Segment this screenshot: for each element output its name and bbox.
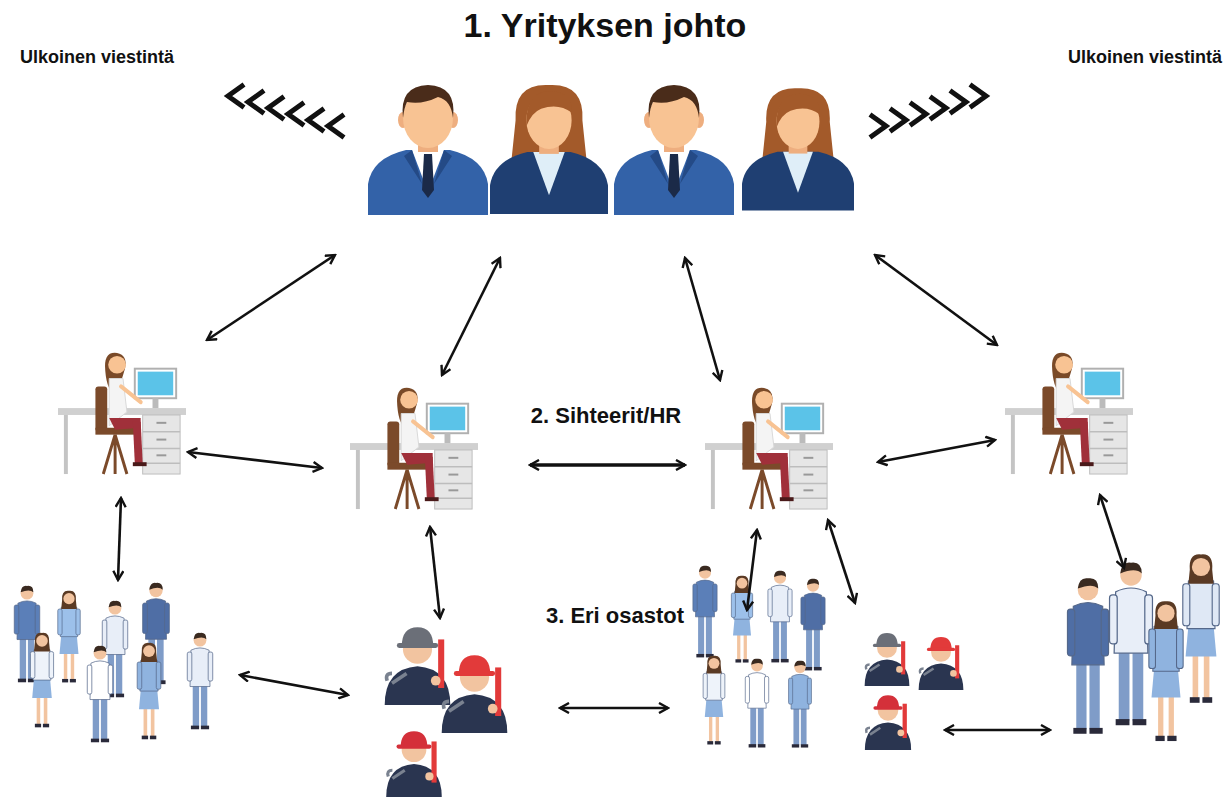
level-heading: 3. Eri osastot [546,603,684,628]
chevrons [228,86,986,136]
level-heading: 2. Sihteerit/HR [531,403,681,428]
side-note: Ulkoinen viestintä [1068,47,1222,68]
office-group [14,583,212,742]
double-arrows [118,255,1124,730]
office-group [1067,554,1219,741]
worker-group [385,627,508,797]
executives [368,85,854,215]
secretaries [58,353,1133,509]
side-note: Ulkoinen viestintä [20,47,174,68]
worker-group [865,633,964,750]
office-group [693,566,825,748]
level-heading: 1. Yrityksen johto [464,6,747,45]
